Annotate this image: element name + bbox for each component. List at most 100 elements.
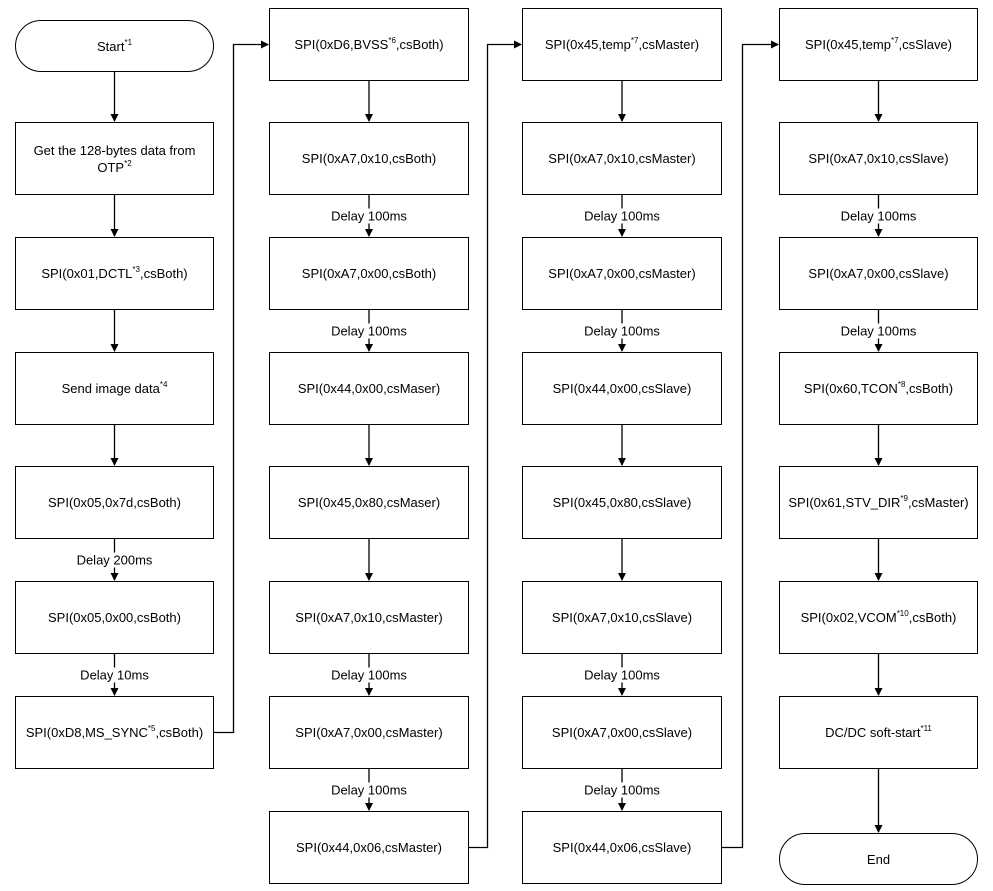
- process-step: SPI(0x44,0x00,csSlave): [522, 352, 722, 425]
- delay-label: Delay 100ms: [581, 782, 663, 798]
- node-text: SPI(0x45,0x80,csSlave): [553, 494, 692, 511]
- node-label-suffix: ,csBoth): [155, 725, 204, 740]
- node-text: DC/DC soft-start*11: [825, 724, 932, 741]
- node-text: SPI(0xD8,MS_SYNC*5,csBoth): [26, 724, 203, 741]
- node-text: SPI(0x44,0x06,csMaster): [296, 839, 442, 856]
- column-link-arrow: [214, 40, 269, 734]
- node-label: SPI(0xA7,0x00,csMaster): [295, 725, 443, 740]
- process-step: SPI(0xA7,0x10,csSlave): [522, 581, 722, 654]
- node-label: Start: [96, 38, 125, 54]
- footnote-marker: *3: [132, 265, 140, 274]
- process-step: SPI(0x45,temp*7,csSlave): [779, 8, 978, 81]
- node-text: SPI(0xA7,0x10,csMaster): [548, 150, 695, 167]
- delay-label: Delay 10ms: [77, 667, 152, 683]
- node-text: SPI(0xA7,0x00,csSlave): [552, 724, 692, 741]
- node-label: SPI(0x61,STV_DIR: [788, 495, 901, 510]
- node-label-suffix: ,csMaster): [907, 495, 969, 510]
- delay-label: Delay 100ms: [837, 323, 920, 339]
- node-text: SPI(0x02,VCOM*10,csBoth): [801, 609, 957, 626]
- node-label: SPI(0x60,TCON: [803, 381, 898, 396]
- node-text: SPI(0x60,TCON*8,csBoth): [804, 380, 953, 397]
- node-label-suffix: ,csBoth): [395, 37, 444, 52]
- process-step: SPI(0x45,temp*7,csMaster): [522, 8, 722, 81]
- node-label: DC/DC soft-start: [825, 725, 921, 740]
- delay-label: Delay 100ms: [837, 208, 920, 224]
- process-step: SPI(0xA7,0x00,csSlave): [779, 237, 978, 310]
- node-label: SPI(0xA7,0x00,csMaster): [548, 266, 696, 281]
- node-text: SPI(0x44,0x00,csMaser): [298, 380, 440, 397]
- node-text: SPI(0x05,0x00,csBoth): [48, 609, 181, 626]
- node-text: End: [867, 851, 890, 868]
- node-label: SPI(0x45,temp: [804, 37, 891, 52]
- node-label: SPI(0xA7,0x10,csMaster): [295, 610, 443, 625]
- node-label: SPI(0x44,0x00,csSlave): [552, 381, 692, 396]
- node-label-suffix: ,csSlave): [898, 37, 953, 52]
- node-text: SPI(0x61,STV_DIR*9,csMaster): [788, 494, 968, 511]
- process-step: Send image data*4: [15, 352, 214, 425]
- node-label: SPI(0xA7,0x00,csSlave): [808, 266, 949, 281]
- node-text: SPI(0xA7,0x00,csBoth): [302, 265, 436, 282]
- footnote-marker: *2: [124, 158, 132, 168]
- node-text: SPI(0xA7,0x10,csSlave): [552, 609, 692, 626]
- node-label: SPI(0xA7,0x10,csSlave): [808, 151, 949, 166]
- node-text: SPI(0xA7,0x10,csBoth): [302, 150, 436, 167]
- node-text: SPI(0xA7,0x00,csSlave): [808, 265, 948, 282]
- process-step: SPI(0xA7,0x10,csMaster): [522, 122, 722, 195]
- node-label: Get the 128-bytes data from OTP: [33, 142, 196, 175]
- node-text: Get the 128-bytes data from OTP*2: [20, 142, 209, 176]
- process-step: DC/DC soft-start*11: [779, 696, 978, 769]
- process-step: SPI(0x05,0x00,csBoth): [15, 581, 214, 654]
- terminal-node: Start*1: [15, 20, 214, 72]
- process-step: SPI(0x02,VCOM*10,csBoth): [779, 581, 978, 654]
- process-step: SPI(0x44,0x06,csSlave): [522, 811, 722, 884]
- node-label: SPI(0x45,0x80,csSlave): [552, 495, 692, 510]
- node-label: SPI(0x45,temp: [544, 37, 631, 52]
- delay-label: Delay 100ms: [328, 782, 410, 798]
- footnote-marker: *7: [890, 36, 899, 45]
- node-label: SPI(0x01,DCTL: [41, 266, 133, 281]
- footnote-marker: *7: [630, 36, 639, 45]
- process-step: SPI(0x01,DCTL*3,csBoth): [15, 237, 214, 310]
- footnote-marker: *8: [897, 380, 906, 389]
- node-text: Start*1: [97, 38, 132, 55]
- node-text: SPI(0xA7,0x00,csMaster): [295, 724, 442, 741]
- footnote-marker: *9: [900, 494, 908, 503]
- node-label: SPI(0x05,0x00,csBoth): [48, 610, 181, 625]
- node-label-suffix: ,csBoth): [139, 266, 188, 281]
- node-text: SPI(0xA7,0x10,csSlave): [808, 150, 948, 167]
- process-step: Get the 128-bytes data from OTP*2: [15, 122, 214, 195]
- node-label: SPI(0xD6,BVSS: [294, 37, 389, 52]
- process-step: SPI(0x45,0x80,csSlave): [522, 466, 722, 539]
- delay-label: Delay 200ms: [73, 552, 156, 568]
- footnote-marker: *5: [147, 724, 156, 733]
- node-text: SPI(0x44,0x06,csSlave): [553, 839, 692, 856]
- process-step: SPI(0x05,0x7d,csBoth): [15, 466, 214, 539]
- process-step: SPI(0x44,0x06,csMaster): [269, 811, 469, 884]
- process-step: SPI(0xA7,0x10,csSlave): [779, 122, 978, 195]
- node-label: SPI(0x45,0x80,csMaser): [297, 495, 441, 510]
- delay-label: Delay 100ms: [328, 323, 410, 339]
- delay-label: Delay 100ms: [328, 667, 410, 683]
- node-text: SPI(0xA7,0x00,csMaster): [548, 265, 695, 282]
- node-label: SPI(0xA7,0x10,csSlave): [551, 610, 693, 625]
- delay-label: Delay 100ms: [328, 208, 410, 224]
- process-step: SPI(0x61,STV_DIR*9,csMaster): [779, 466, 978, 539]
- footnote-marker: *11: [920, 724, 932, 733]
- node-label-suffix: ,csBoth): [905, 381, 954, 396]
- process-step: SPI(0xA7,0x10,csBoth): [269, 122, 469, 195]
- node-label: SPI(0xA7,0x10,csMaster): [548, 151, 696, 166]
- node-label: SPI(0x44,0x06,csSlave): [552, 840, 692, 855]
- column-link-arrow: [722, 40, 779, 849]
- process-step: SPI(0xD6,BVSS*6,csBoth): [269, 8, 469, 81]
- process-step: SPI(0xA7,0x00,csMaster): [522, 237, 722, 310]
- process-step: SPI(0x44,0x00,csMaser): [269, 352, 469, 425]
- node-label: End: [866, 851, 891, 867]
- footnote-marker: *1: [124, 37, 133, 47]
- terminal-node: End: [779, 833, 978, 885]
- delay-label: Delay 100ms: [581, 323, 663, 339]
- node-text: SPI(0x01,DCTL*3,csBoth): [41, 265, 187, 282]
- node-label: SPI(0xA7,0x10,csBoth): [301, 151, 437, 166]
- node-text: SPI(0xA7,0x10,csMaster): [295, 609, 442, 626]
- node-label-suffix: ,csBoth): [908, 610, 957, 625]
- node-text: SPI(0x45,temp*7,csMaster): [545, 36, 699, 53]
